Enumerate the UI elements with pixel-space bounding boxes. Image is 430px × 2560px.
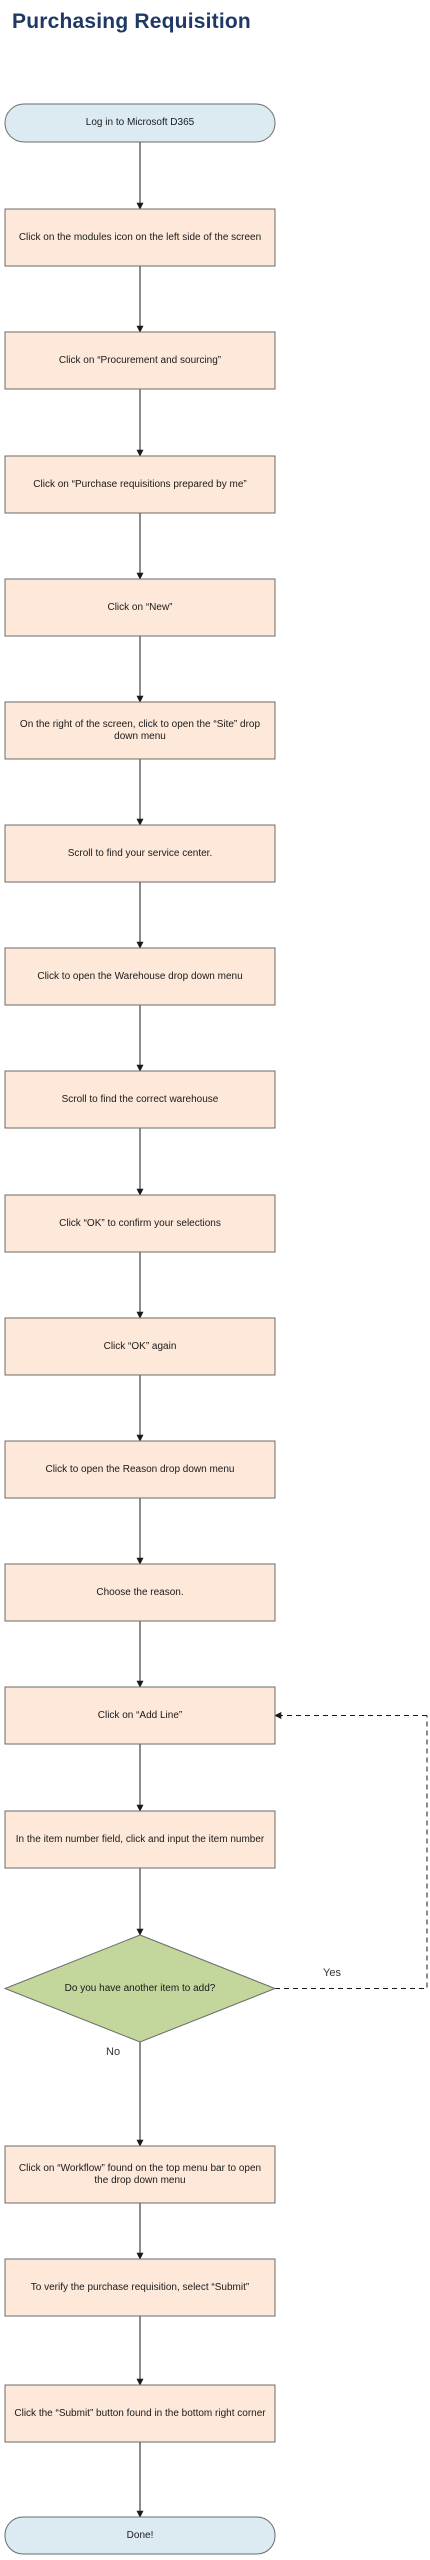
decision-diamond	[3, 1934, 277, 2043]
yes-edge-label: Yes	[323, 1966, 341, 1979]
process-step	[4, 2258, 276, 2317]
process-step-label: Click “OK” to confirm your selections	[59, 1217, 221, 1229]
process-step-label: Click the “Submit” button found in the b…	[14, 2407, 266, 2419]
start-terminal-label: Log in to Microsoft D365	[85, 117, 195, 128]
process-step-label: Click to open the Warehouse drop down me…	[37, 970, 243, 982]
process-step	[4, 824, 276, 883]
process-step-label: Click on the modules icon on the left si…	[18, 231, 262, 243]
process-step	[4, 947, 276, 1006]
process-step-label: Click on “Procurement and sourcing”	[58, 354, 222, 366]
process-step	[4, 331, 276, 390]
process-step	[4, 1563, 276, 1622]
process-step-label: Scroll to find your service center.	[67, 847, 213, 859]
process-step	[4, 1440, 276, 1499]
process-step-label: Click on “New”	[107, 601, 173, 613]
process-step	[4, 1686, 276, 1745]
end-terminal	[4, 2516, 276, 2555]
process-step-label: Click to open the Reason drop down menu	[45, 1463, 235, 1475]
process-step	[4, 455, 276, 514]
process-step-label: Scroll to find the correct warehouse	[61, 1093, 219, 1105]
process-step-label: To verify the purchase requisition, sele…	[30, 2281, 250, 2293]
process-step	[4, 2145, 276, 2204]
process-step	[4, 578, 276, 637]
process-step	[4, 208, 276, 267]
process-step-label: Click on “Add Line”	[97, 1709, 183, 1721]
process-step-label: On the right of the screen, click to ope…	[19, 718, 261, 742]
flowchart-nodes	[3, 103, 277, 2555]
process-step-label: Click on “Purchase requisitions prepared…	[33, 478, 247, 490]
process-step	[4, 1810, 276, 1869]
start-terminal	[4, 103, 276, 143]
process-step-label: Click “OK” again	[103, 1340, 177, 1352]
process-step	[4, 1194, 276, 1253]
process-step-label: In the item number field, click and inpu…	[15, 1833, 265, 1845]
decision-label: Do you have another item to add?	[64, 1982, 216, 1994]
no-edge-label: No	[106, 2046, 121, 2058]
page-title: Purchasing Requisition	[12, 10, 251, 33]
process-step-label: Click on “Workflow” found on the top men…	[18, 2162, 262, 2186]
process-step	[4, 1317, 276, 1376]
process-step	[4, 2384, 276, 2443]
end-terminal-label: Done!	[126, 2529, 154, 2541]
process-step-label: Choose the reason.	[96, 1586, 184, 1598]
yes-loop-path	[275, 1715, 428, 1989]
process-step	[4, 701, 276, 760]
flowchart-edges	[136, 142, 428, 2518]
process-step	[4, 1070, 276, 1129]
